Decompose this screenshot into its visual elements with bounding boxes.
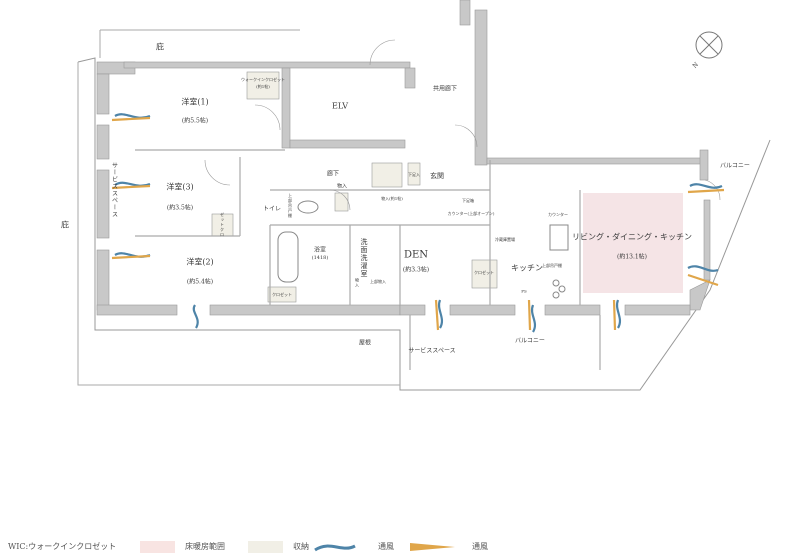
bathtub	[277, 231, 299, 283]
toilet-bowl	[297, 200, 319, 214]
shoe-box-label: 下足箱	[462, 198, 474, 203]
pipe-label: PS	[521, 288, 527, 294]
bath-size: (1418)	[311, 255, 329, 261]
service-space-left-label: サービススペース	[110, 162, 118, 218]
kitchen-label: キッチン	[511, 263, 543, 273]
corridor-label: 廊下	[326, 170, 340, 178]
storage1-label: 物入	[336, 183, 348, 190]
eave-left-label: 庇	[61, 220, 69, 230]
legend-ventilation-orange: 通風	[472, 542, 488, 551]
partitions	[135, 149, 601, 370]
door-swings	[204, 39, 721, 211]
upper-cabinet-label: 上部吊戸棚	[542, 263, 562, 268]
room3-label: 洋室(3)	[166, 182, 194, 192]
service-space-bottom-label: サービススペース	[408, 347, 456, 355]
counter-label: カウンター	[548, 212, 568, 217]
ldk-label: リビング・ダイニング・キッチン	[572, 232, 692, 242]
legend-wind-blue-icon	[314, 544, 356, 552]
stove	[552, 279, 566, 299]
ldk-size: (約13.1帖)	[616, 253, 648, 261]
ventilation-marks	[111, 113, 725, 333]
wic-label: ウォークインクロゼット	[241, 77, 285, 82]
wash-storage-label: 物入	[355, 278, 360, 288]
entrance-label: 玄関	[430, 172, 444, 180]
room1-size: (約5.5帖)	[181, 117, 209, 125]
storage-areas	[211, 71, 498, 303]
room3-closet-label: ゼットクロ	[220, 212, 225, 238]
legend-storage: 収納	[293, 542, 309, 551]
den-closet-label: クロゼット	[474, 270, 494, 275]
legend-floor-heating: 床暖房範囲	[185, 542, 225, 551]
wic-size: (約1帖)	[256, 84, 270, 89]
balcony-bottom-label: バルコニー	[515, 337, 545, 345]
eave-top-label: 庇	[156, 42, 164, 52]
kitchen-sink	[549, 224, 569, 251]
legend-wind-orange-icon	[410, 543, 455, 551]
counter-open-label: カウンター(上部オープン)	[447, 211, 495, 216]
legend-storage-swatch	[248, 541, 283, 553]
toilet-label: トイレ	[262, 205, 282, 213]
shoe-box-top-label: 下足入	[408, 172, 420, 177]
legend-floor-heating-swatch	[140, 541, 175, 553]
upper-storage-label: 上部物入	[370, 279, 386, 284]
legend-ventilation-blue: 通風	[378, 542, 394, 551]
toilet-shelf-label: 上部吊戸棚	[288, 193, 293, 219]
den-size: (約3.3帖)	[402, 266, 430, 274]
den-label: DEN	[403, 249, 429, 261]
legend-wic-note: WIC:ウォークインクロゼット	[8, 542, 117, 551]
room1-label: 洋室(1)	[181, 97, 209, 107]
washroom-label: 洗面洗濯室	[360, 238, 368, 278]
storage-entry-label: 物入(約1帖)	[381, 196, 403, 201]
common-corridor-label: 共用廊下	[432, 85, 458, 93]
room2-closet-label: クロゼット	[272, 292, 292, 297]
room2-label: 洋室(2)	[186, 257, 214, 267]
compass-icon	[695, 31, 723, 59]
balcony-right-label: バルコニー	[720, 162, 750, 170]
bath-label: 浴室	[313, 246, 327, 254]
fridge-label: 冷蔵庫置場	[495, 237, 515, 242]
roof-label: 屋根	[358, 339, 372, 347]
elv-label: ELV	[332, 101, 348, 111]
walls	[96, 0, 711, 316]
floor-heating-area	[583, 193, 683, 293]
eave-outline	[77, 29, 400, 386]
room2-size: (約5.4帖)	[186, 278, 214, 286]
room3-size: (約3.5帖)	[166, 204, 194, 212]
